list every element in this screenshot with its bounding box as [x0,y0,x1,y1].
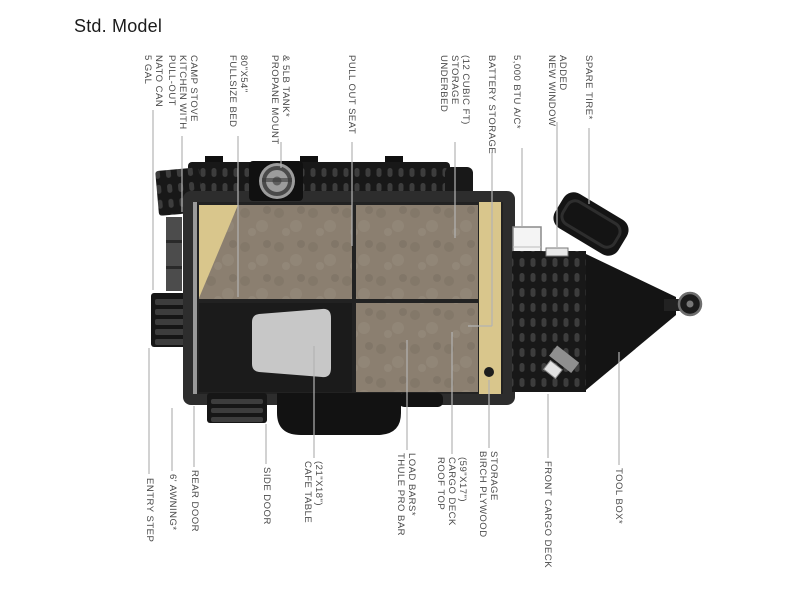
label-new-window: NEW WINDOW ADDED [546,55,568,127]
rear-door-frame [193,202,197,394]
label-thule-load-bars: THULE PRO BAR LOAD BARS* [395,453,417,537]
label-nato-can: 5 GAL NATO CAN [142,55,164,108]
label-pull-out-seat: PULL OUT SEAT [346,55,357,135]
label-battery-storage: BATTERY STORAGE [486,55,497,155]
page-title: Std. Model [74,16,163,36]
label-spare-tire: SPARE TIRE* [583,55,594,120]
awning-box [207,393,267,423]
label-awning: 6' AWNING* [167,474,178,531]
tongue-a-frame [586,254,676,390]
nato-can-mount [166,217,182,291]
label-birch-plywood: BIRCH PLYWOOD STORAGE [477,451,499,538]
stabilizer-jack [542,345,580,380]
label-pullout-kitchen: PULL-OUT KITCHEN WITH CAMP STOVE [166,55,199,130]
label-roof-cargo-deck: ROOF TOP CARGO DECK (59"X17") [435,457,468,526]
label-propane-mount: PROPANE MOUNT & 5LB TANK* [269,55,291,145]
label-btu-ac: 5,000 BTU A/C* [511,55,522,130]
label-tool-box: TOOL BOX* [613,468,624,525]
birch-plywood-strip [479,202,501,394]
spare-tire [553,192,629,256]
cafe-table-shape [252,308,331,378]
label-fullsize-bed: FULLSIZE BED 80"X54" [227,55,249,128]
label-rear-door: REAR DOOR [189,470,200,533]
propane-tank [249,161,303,201]
entry-step-shape [151,293,193,347]
new-window-shape [545,247,569,257]
label-cafe-table: CAFE TABLE (21"X18") [302,461,324,524]
label-side-door: SIDE DOOR [261,467,272,525]
leader-lines [148,110,620,474]
side-storage-bag [277,393,401,435]
label-entry-step: ENTRY STEP [144,478,155,543]
label-front-cargo-deck: FRONT CARGO DECK [542,461,553,569]
trailer-body [183,191,515,405]
label-underbed-storage: UNDERBED STORAGE (12 CUBIC FT) [438,55,471,125]
side-trim [399,393,443,407]
plywood-wedge [199,205,238,298]
hitch-coupler [664,291,703,317]
